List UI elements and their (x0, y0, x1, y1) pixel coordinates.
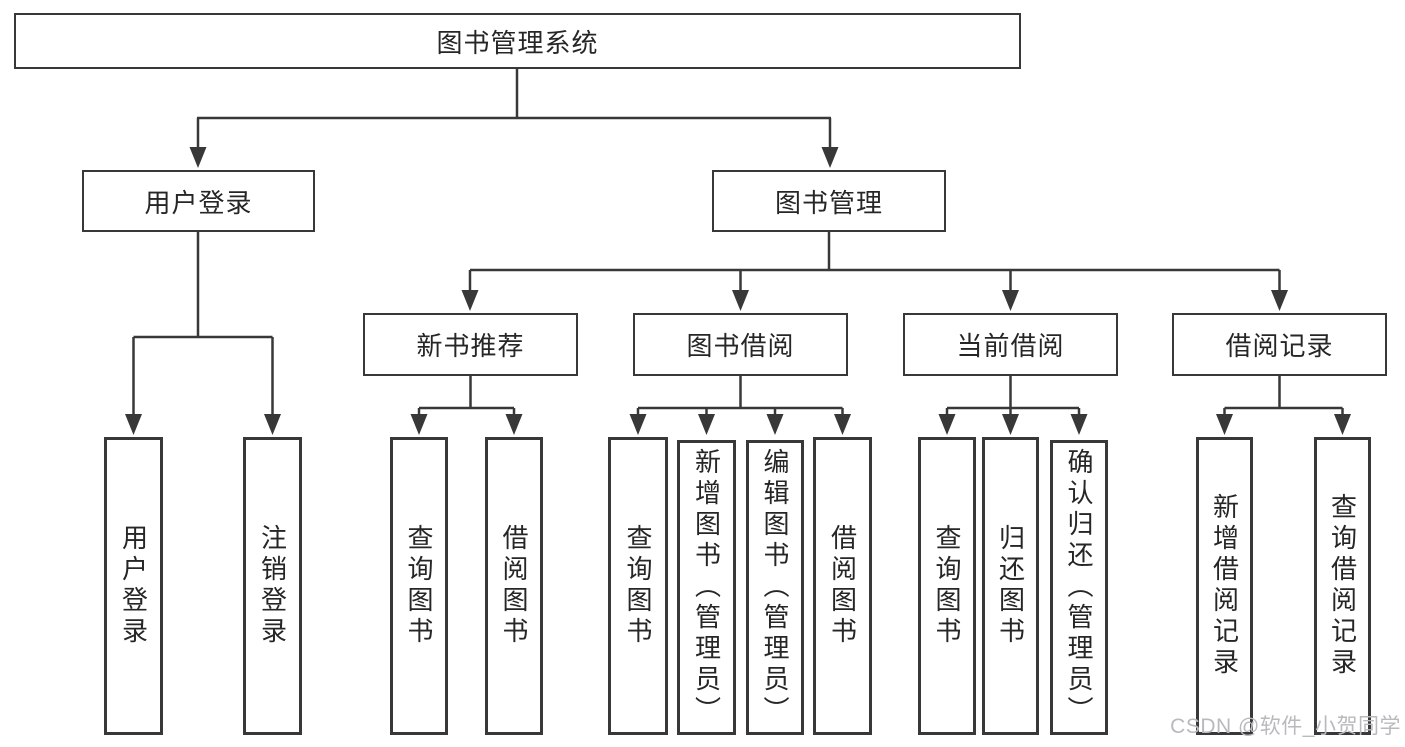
leaf-current-confirm-admin: 确认归还（管理员） (1050, 440, 1108, 735)
node-book-borrowing-label: 图书借阅 (686, 331, 795, 361)
node-new-book-recommendation: 新书推荐 (363, 313, 578, 376)
edges-book-management (461, 232, 1288, 311)
leaf-records-add: 新增借阅记录 (1196, 437, 1253, 735)
csdn-watermark: CSDN @软件_小贺同学 (1170, 715, 1401, 738)
edges-borrowing-records (1216, 376, 1351, 435)
node-borrowing-records: 借阅记录 (1172, 313, 1387, 376)
leaf-newbook-search: 查询图书 (390, 437, 448, 735)
edges-root (189, 69, 839, 168)
leaf-newbook-search-label: 查询图书 (404, 524, 434, 648)
node-root: 图书管理系统 (14, 13, 1021, 69)
leaf-borrow-add-admin: 新增图书（管理员） (677, 440, 736, 735)
leaf-logout: 注销登录 (243, 437, 302, 735)
node-user-login: 用户登录 (82, 170, 315, 232)
leaf-logout-label: 注销登录 (257, 524, 288, 648)
leaf-records-search-label: 查询借阅记录 (1327, 493, 1358, 679)
leaf-user-login: 用户登录 (104, 437, 163, 735)
leaf-borrow-search-label: 查询图书 (623, 524, 653, 648)
leaf-borrow-edit-admin: 编辑图书（管理员） (746, 440, 804, 735)
leaf-current-return: 归还图书 (982, 437, 1039, 735)
leaf-borrow-add-admin-label: 新增图书（管理员） (691, 448, 722, 727)
node-new-book-recommendation-label: 新书推荐 (416, 331, 525, 361)
edges-new-book (410, 376, 523, 435)
edges-current-borrowing (938, 376, 1088, 435)
node-book-management-label: 图书管理 (774, 187, 883, 218)
leaf-borrow-borrow-label: 借阅图书 (827, 524, 858, 648)
node-book-borrowing: 图书借阅 (633, 313, 848, 376)
leaf-current-confirm-admin-label: 确认归还（管理员） (1064, 448, 1094, 727)
leaf-borrow-borrow: 借阅图书 (813, 437, 872, 735)
leaf-records-add-label: 新增借阅记录 (1209, 493, 1240, 679)
leaf-user-login-label: 用户登录 (118, 524, 149, 648)
leaf-records-search: 查询借阅记录 (1314, 437, 1371, 735)
leaf-newbook-borrow: 借阅图书 (485, 437, 543, 735)
leaf-current-search-label: 查询图书 (932, 524, 962, 648)
node-book-management: 图书管理 (712, 170, 946, 232)
leaf-current-return-label: 归还图书 (995, 524, 1026, 648)
edges-book-borrowing (629, 376, 851, 435)
leaf-borrow-edit-admin-label: 编辑图书（管理员） (760, 448, 790, 727)
node-borrowing-records-label: 借阅记录 (1225, 331, 1334, 361)
node-user-login-label: 用户登录 (144, 187, 253, 218)
edges-user-login (125, 232, 281, 435)
node-current-borrowing: 当前借阅 (903, 313, 1118, 376)
node-current-borrowing-label: 当前借阅 (956, 331, 1065, 361)
leaf-borrow-search: 查询图书 (608, 437, 668, 735)
leaf-current-search: 查询图书 (918, 437, 976, 735)
node-root-label: 图书管理系统 (436, 27, 599, 58)
leaf-newbook-borrow-label: 借阅图书 (499, 524, 529, 648)
